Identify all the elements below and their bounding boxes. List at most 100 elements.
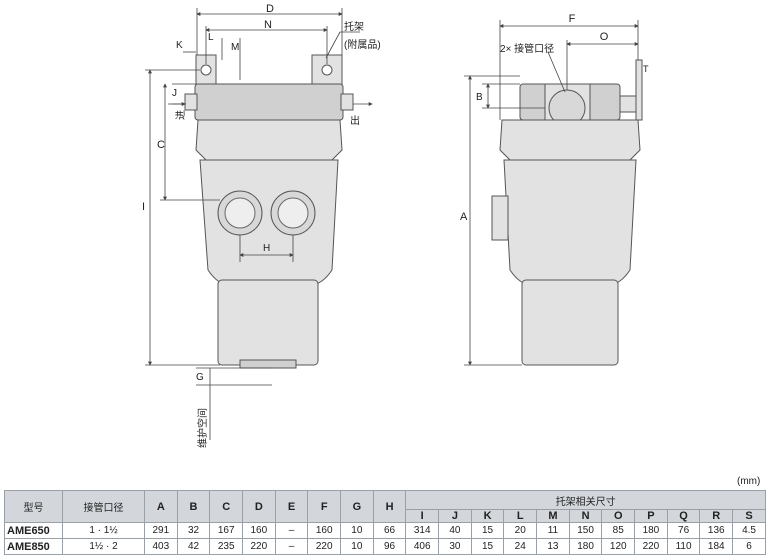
col-m: M bbox=[536, 509, 570, 523]
inlet-label: 进 bbox=[175, 110, 187, 120]
technical-drawing: D N K L M J C I H G F O B A T 托架 (附属品) 进… bbox=[142, 3, 649, 448]
cell: 184 bbox=[699, 538, 734, 555]
cell-port: 1 · 1½ bbox=[62, 522, 145, 539]
dim-label-g: G bbox=[196, 372, 204, 383]
dim-label-j: J bbox=[172, 88, 177, 99]
dim-label-i: I bbox=[142, 201, 145, 213]
cell: 96 bbox=[372, 538, 407, 555]
cell: 136 bbox=[699, 522, 734, 539]
cell: 235 bbox=[209, 538, 244, 555]
bracket-accessory-label: (附属品) bbox=[344, 38, 381, 51]
outlet-label: 出 bbox=[350, 114, 360, 127]
dim-label-l: L bbox=[208, 32, 214, 43]
bracket-hole-left bbox=[200, 64, 212, 76]
cell: 160 bbox=[307, 522, 342, 539]
col-r: R bbox=[699, 509, 734, 523]
cell: 150 bbox=[568, 522, 603, 539]
col-o: O bbox=[601, 509, 636, 523]
cell-model: AME650 bbox=[4, 522, 63, 539]
col-h: H bbox=[372, 490, 407, 523]
side-bracket bbox=[635, 59, 643, 121]
cell: 40 bbox=[438, 522, 472, 539]
cell: 15 bbox=[470, 522, 505, 539]
cell: 42 bbox=[176, 538, 211, 555]
unit-label: (mm) bbox=[737, 476, 761, 487]
dim-label-k: K bbox=[176, 40, 183, 51]
cell: 291 bbox=[144, 522, 178, 539]
cell: 13 bbox=[536, 538, 570, 555]
cell: 32 bbox=[176, 522, 211, 539]
dim-label-f: F bbox=[569, 13, 576, 25]
cell: 15 bbox=[470, 538, 505, 555]
col-d: D bbox=[242, 490, 276, 523]
cell: 10 bbox=[340, 538, 374, 555]
col-i: I bbox=[405, 509, 440, 523]
col-q: Q bbox=[666, 509, 701, 523]
col-b: B bbox=[176, 490, 211, 523]
col-l: L bbox=[503, 509, 538, 523]
maintenance-space-label: 维护空间 bbox=[196, 408, 209, 448]
side-drain-port bbox=[491, 195, 509, 241]
side-gauge bbox=[619, 95, 637, 113]
col-a: A bbox=[144, 490, 178, 523]
cell: 30 bbox=[438, 538, 472, 555]
table-header-row-1: 型号 接管口径 A B C D E F G H 托架相关尺寸 bbox=[4, 490, 766, 523]
cell: 220 bbox=[634, 538, 668, 555]
dim-label-n: N bbox=[264, 19, 272, 31]
cell: 76 bbox=[666, 522, 701, 539]
cell: 314 bbox=[405, 522, 440, 539]
table-header-row-2: I J K L M N O P Q R S bbox=[5, 509, 766, 523]
cell-port: 1½ · 2 bbox=[62, 538, 145, 555]
filter-head bbox=[194, 83, 344, 121]
dim-label-a: A bbox=[460, 211, 468, 223]
cell: 4.5 bbox=[732, 522, 766, 539]
table-row: AME850 1½ · 2 403 42 235 220 – 220 10 96… bbox=[4, 538, 766, 555]
bowl-lower bbox=[217, 279, 319, 366]
col-f: F bbox=[307, 490, 342, 523]
dim-label-o: O bbox=[600, 31, 609, 43]
col-g: G bbox=[340, 490, 374, 523]
cell: 110 bbox=[666, 538, 701, 555]
bowl-collar bbox=[195, 119, 343, 161]
dim-label-t: T bbox=[643, 64, 649, 74]
cell: 11 bbox=[536, 522, 570, 539]
cell: – bbox=[274, 522, 309, 539]
col-n: N bbox=[568, 509, 603, 523]
cell: 20 bbox=[503, 522, 538, 539]
cell: 220 bbox=[307, 538, 342, 555]
port-size-label: 2× 接管口径 bbox=[500, 42, 554, 55]
inlet-port bbox=[184, 93, 198, 111]
bracket-hole-right bbox=[321, 64, 333, 76]
col-k: K bbox=[470, 509, 505, 523]
dim-label-m: M bbox=[231, 42, 239, 53]
cell: 220 bbox=[242, 538, 276, 555]
dimension-table: 型号 接管口径 A B C D E F G H 托架相关尺寸 I J K L M… bbox=[4, 490, 766, 555]
cell: – bbox=[274, 538, 309, 555]
col-model: 型号 bbox=[4, 490, 63, 523]
cell: 403 bbox=[144, 538, 178, 555]
col-e: E bbox=[274, 490, 309, 523]
col-s: S bbox=[732, 509, 766, 523]
cell: 24 bbox=[503, 538, 538, 555]
cell: 10 bbox=[340, 522, 374, 539]
outlet-port bbox=[340, 93, 354, 111]
dim-label-b: B bbox=[476, 92, 483, 103]
col-port-size: 接管口径 bbox=[62, 490, 145, 523]
cell: 120 bbox=[601, 538, 636, 555]
col-bracket-group: 托架相关尺寸 bbox=[405, 490, 766, 510]
cell: 167 bbox=[209, 522, 244, 539]
col-j: J bbox=[438, 509, 472, 523]
side-view bbox=[464, 20, 643, 366]
front-view bbox=[145, 8, 373, 440]
cell: 406 bbox=[405, 538, 440, 555]
dim-label-d: D bbox=[266, 3, 274, 15]
drain-valve bbox=[239, 359, 297, 369]
dim-label-h: H bbox=[263, 243, 270, 254]
cell: 66 bbox=[372, 522, 407, 539]
col-p: P bbox=[634, 509, 668, 523]
cell: 6 bbox=[732, 538, 766, 555]
col-c: C bbox=[209, 490, 244, 523]
table-row: AME650 1 · 1½ 291 32 167 160 – 160 10 66… bbox=[4, 522, 766, 539]
bracket-label: 托架 bbox=[344, 20, 364, 33]
cell: 160 bbox=[242, 522, 276, 539]
